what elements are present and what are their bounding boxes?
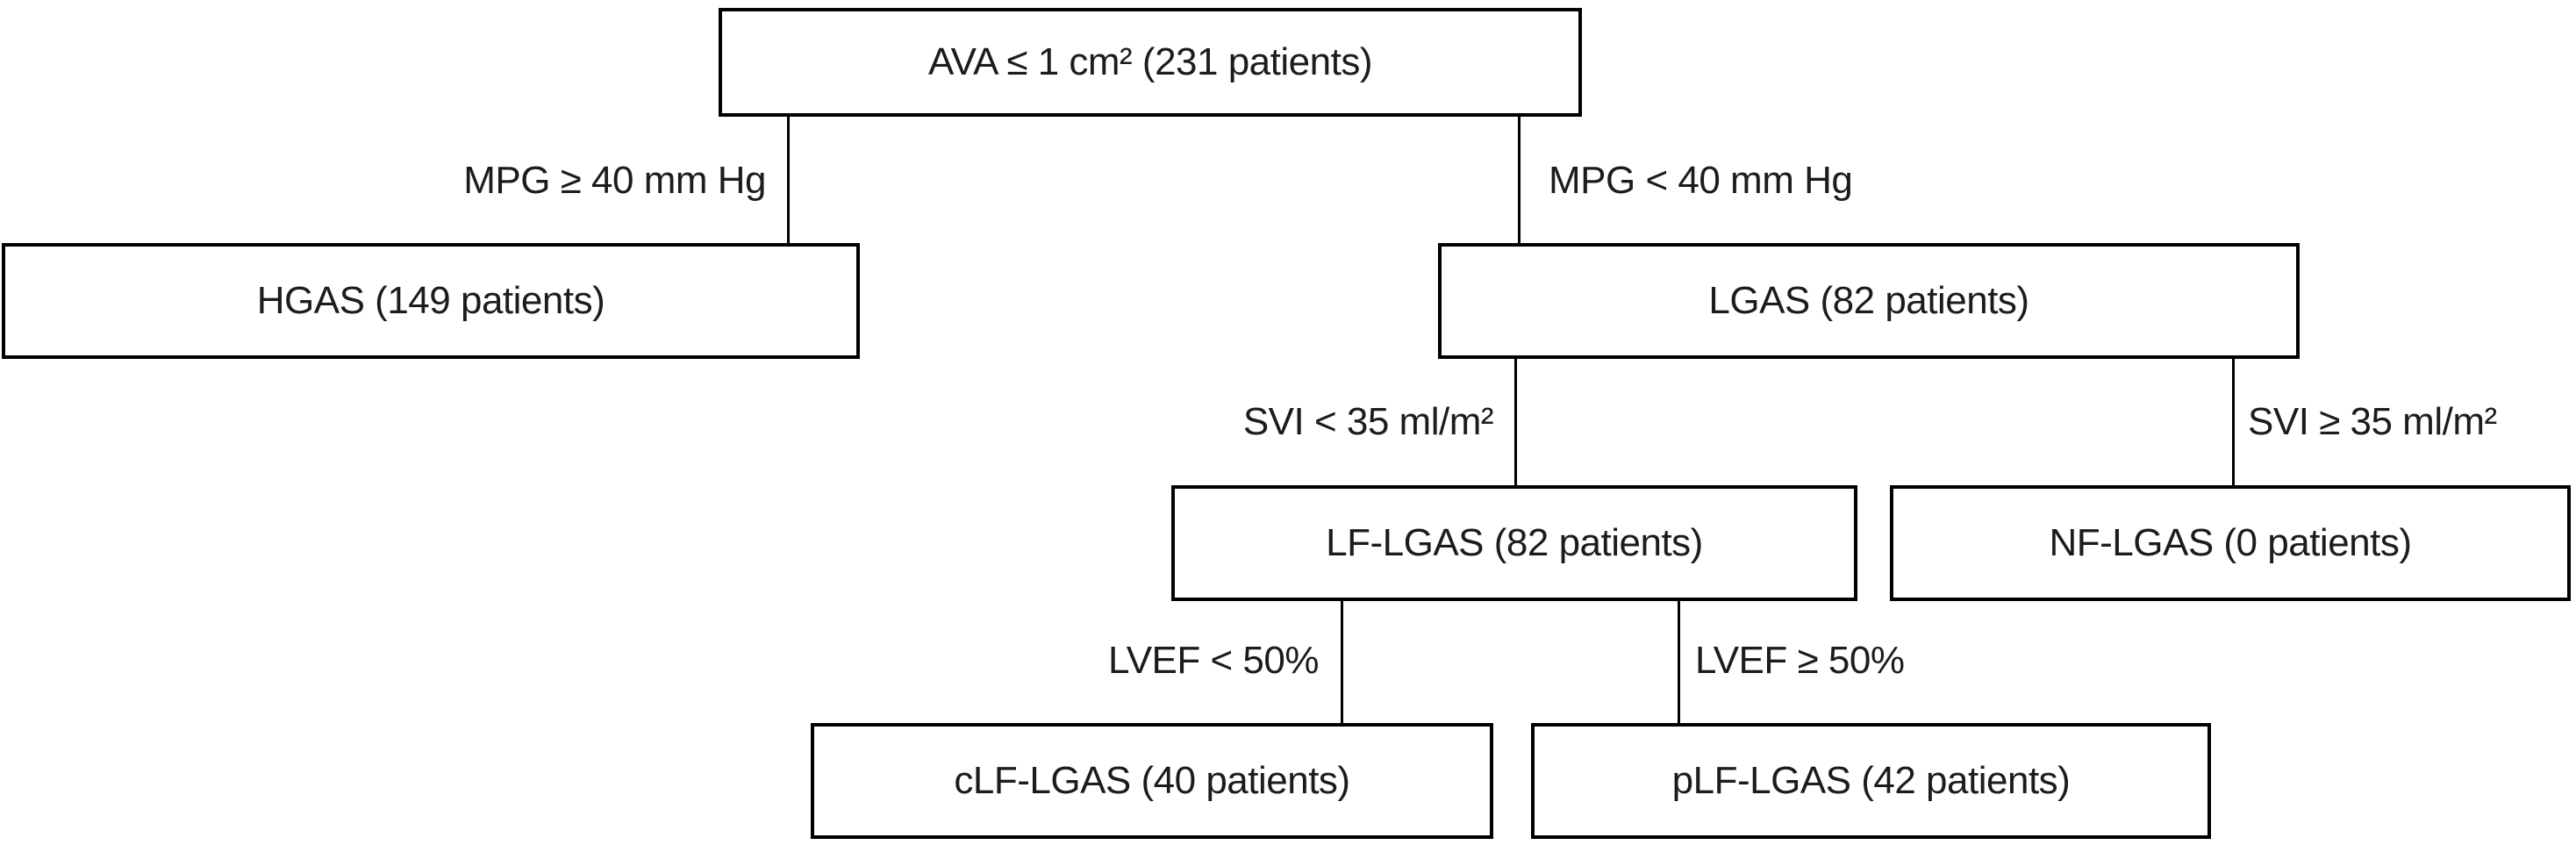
node-nf-lgas: NF-LGAS (0 patients) xyxy=(1890,485,2571,601)
connector-lgas-to-nf-lgas xyxy=(2232,359,2235,487)
node-lf-lgas: LF-LGAS (82 patients) xyxy=(1171,485,1857,601)
connector-lgas-to-lf-lgas xyxy=(1514,359,1517,487)
edge-label-svi-ge: SVI ≥ 35 ml/m² xyxy=(2248,400,2497,443)
connector-ava-to-hgas xyxy=(787,117,790,245)
edge-label-lvef-ge: LVEF ≥ 50% xyxy=(1695,639,1905,682)
edge-label-svi-lt: SVI < 35 ml/m² xyxy=(1242,400,1494,443)
node-ava: AVA ≤ 1 cm² (231 patients) xyxy=(719,8,1582,117)
connector-lf-to-plf-lgas xyxy=(1678,601,1680,725)
node-hgas: HGAS (149 patients) xyxy=(2,243,860,359)
edge-label-mpg-lt: MPG < 40 mm Hg xyxy=(1549,159,1853,202)
edge-label-lvef-lt: LVEF < 50% xyxy=(1108,639,1320,682)
node-lgas: LGAS (82 patients) xyxy=(1438,243,2300,359)
connector-ava-to-lgas xyxy=(1518,117,1521,245)
node-clf-lgas: cLF-LGAS (40 patients) xyxy=(811,723,1493,839)
edge-label-mpg-ge: MPG ≥ 40 mm Hg xyxy=(463,159,766,202)
connector-lf-to-clf-lgas xyxy=(1341,601,1343,725)
node-plf-lgas: pLF-LGAS (42 patients) xyxy=(1531,723,2211,839)
